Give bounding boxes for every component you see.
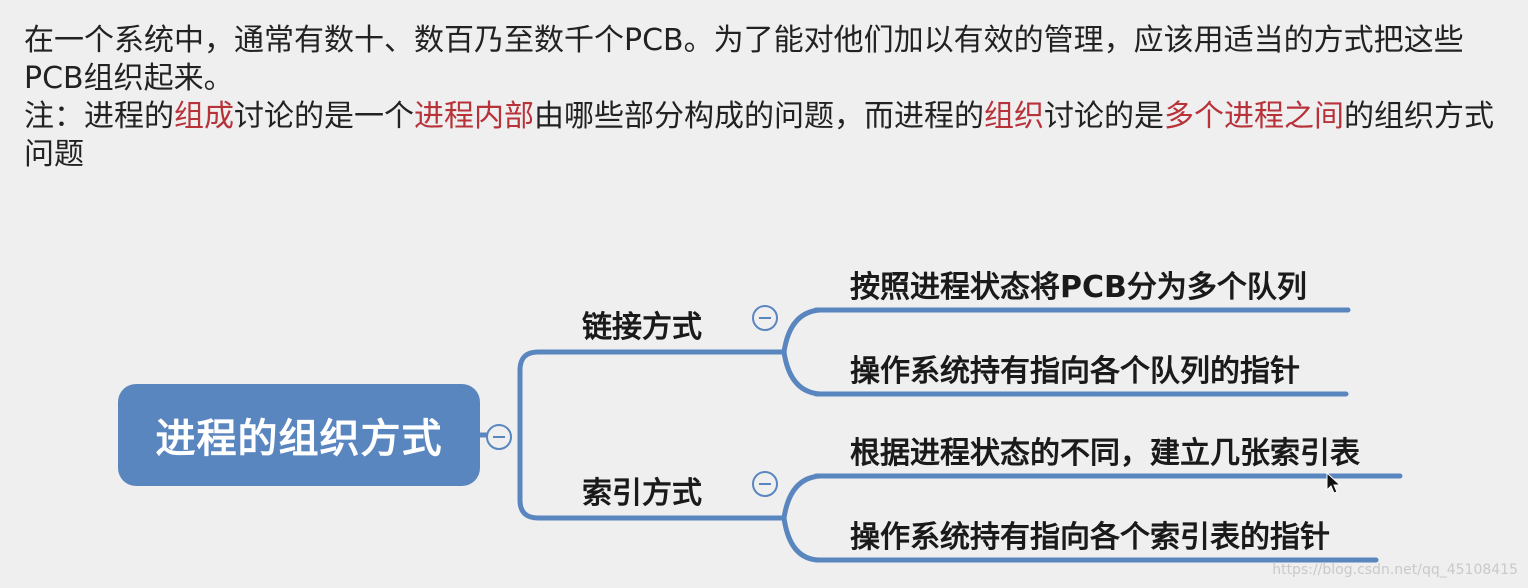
note-text-1: 讨论的是一个 xyxy=(234,99,414,134)
collapse-minus-icon[interactable] xyxy=(752,305,778,331)
mouse-cursor-icon xyxy=(1326,472,1342,494)
collapse-minus-icon[interactable] xyxy=(752,471,778,497)
connector-root-branches xyxy=(477,349,551,521)
highlight-composition: 组成 xyxy=(174,99,234,134)
note-prefix: 注：进程的 xyxy=(24,99,174,134)
collapse-minus-icon[interactable] xyxy=(486,424,512,450)
root-node[interactable]: 进程的组织方式 xyxy=(118,384,480,486)
intro-paragraph: 在一个系统中，通常有数十、数百乃至数千个PCB。为了能对他们加以有效的管理，应该… xyxy=(24,23,1464,96)
leaf-node[interactable]: 操作系统持有指向各个队列的指针 xyxy=(850,354,1300,389)
highlight-organization: 组织 xyxy=(984,99,1044,134)
branch-index-method[interactable]: 索引方式 xyxy=(582,476,702,511)
branch-link-method[interactable]: 链接方式 xyxy=(582,310,702,345)
note-text-4: 的组织方式问题 xyxy=(24,99,1494,172)
highlight-between-processes: 多个进程之间 xyxy=(1164,99,1344,134)
note-paragraph: 注：进程的组成讨论的是一个进程内部由哪些部分构成的问题，而进程的组织讨论的是多个… xyxy=(24,98,1514,174)
note-text-2: 由哪些部分构成的问题，而进程的 xyxy=(534,99,984,134)
watermark: https://blog.csdn.net/qq_45108415 xyxy=(1272,562,1518,578)
leaf-node[interactable]: 操作系统持有指向各个索引表的指针 xyxy=(850,520,1330,555)
highlight-process-internal: 进程内部 xyxy=(414,99,534,134)
leaf-node[interactable]: 按照进程状态将PCB分为多个队列 xyxy=(850,270,1307,305)
leaf-node[interactable]: 根据进程状态的不同，建立几张索引表 xyxy=(850,436,1360,471)
notes-text: 在一个系统中，通常有数十、数百乃至数千个PCB。为了能对他们加以有效的管理，应该… xyxy=(24,22,1514,174)
note-text-3: 讨论的是 xyxy=(1044,99,1164,134)
